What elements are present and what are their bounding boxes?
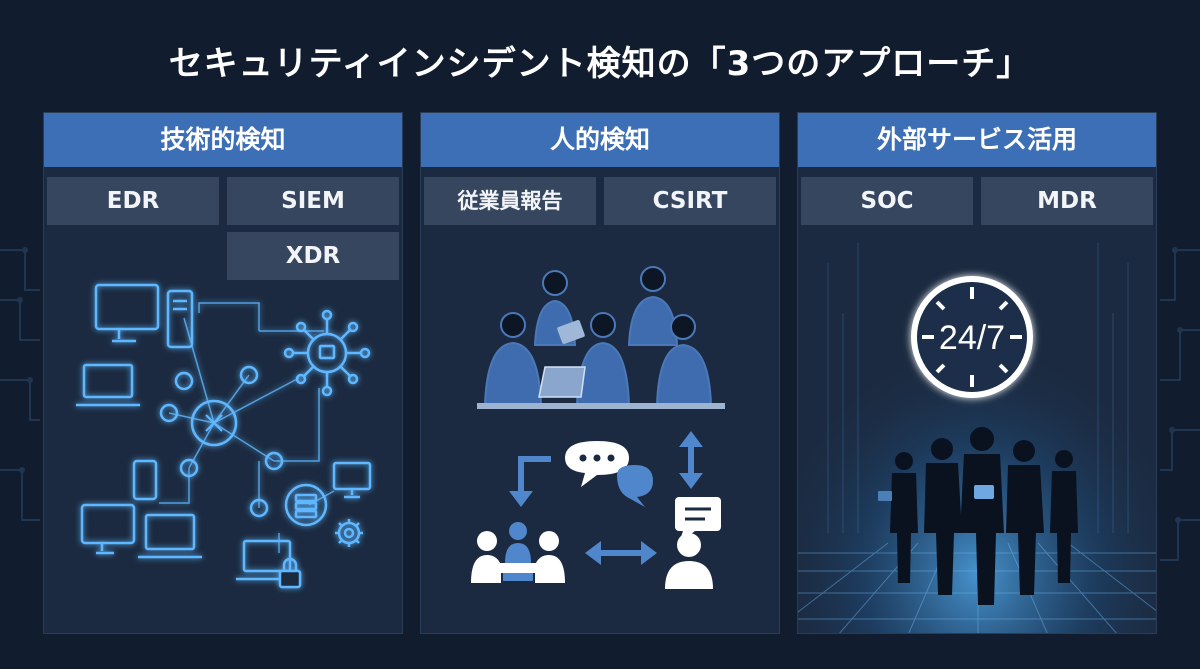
tag-mdr: MDR bbox=[981, 177, 1153, 225]
lock-icon bbox=[278, 557, 302, 589]
tag-xdr: XDR bbox=[227, 232, 399, 280]
people-illustration bbox=[471, 266, 725, 589]
panel-header-human: 人的検知 bbox=[421, 113, 779, 167]
panel-human-detection: 人的検知 従業員報告 CSIRT bbox=[420, 112, 780, 634]
tag-soc: SOC bbox=[801, 177, 973, 225]
desktop-icon bbox=[94, 283, 160, 343]
panel-external-services: 24/7 外部サービス活用 SOC MDR bbox=[797, 112, 1157, 634]
person-icon bbox=[665, 533, 713, 589]
soc-illustration: 24/7 bbox=[798, 233, 1156, 633]
panel-technical-detection: 技術的検知 EDR SIEM XDR bbox=[43, 112, 403, 634]
phone-icon bbox=[132, 459, 158, 501]
arrow-icon bbox=[585, 541, 657, 565]
chat-bubble-icon bbox=[565, 441, 653, 507]
laptop-icon bbox=[76, 363, 140, 407]
database-icon bbox=[284, 483, 328, 527]
desktop-icon bbox=[332, 461, 372, 499]
panel-header-external: 外部サービス活用 bbox=[798, 113, 1156, 167]
panel-header-technical: 技術的検知 bbox=[44, 113, 402, 167]
tag-edr: EDR bbox=[47, 177, 219, 225]
page-title: セキュリティインシデント検知の「3つのアプローチ」 bbox=[168, 44, 1032, 84]
tag-employee-report: 従業員報告 bbox=[424, 177, 596, 225]
clock-label: 24/7 bbox=[939, 319, 1005, 357]
desktop-icon bbox=[80, 503, 136, 555]
clock-icon bbox=[911, 276, 1033, 398]
network-hub-icon bbox=[159, 365, 284, 518]
tag-csirt: CSIRT bbox=[604, 177, 776, 225]
arrow-icon bbox=[509, 456, 551, 507]
network-node-icon bbox=[283, 309, 371, 397]
tag-siem: SIEM bbox=[227, 177, 399, 225]
meeting-table-icon bbox=[471, 522, 565, 583]
arrow-icon bbox=[679, 431, 703, 489]
server-tower-icon bbox=[166, 289, 194, 349]
team-meeting-icon bbox=[477, 266, 725, 409]
laptop-icon bbox=[138, 513, 202, 559]
gear-icon bbox=[335, 519, 363, 547]
network-illustration bbox=[76, 283, 372, 589]
